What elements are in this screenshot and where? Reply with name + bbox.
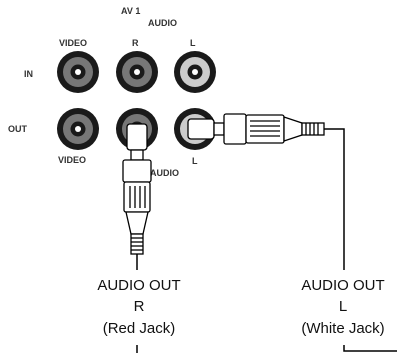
audio-top-label: AUDIO: [148, 18, 177, 28]
audio-out-left-line2: L: [339, 298, 347, 315]
video-bottom-label: VIDEO: [58, 155, 86, 165]
audio-out-right-line2: R: [134, 298, 145, 315]
r-label: R: [132, 38, 139, 48]
in-audio-r-jack-icon: [116, 51, 158, 93]
audio-out-left-label: AUDIO OUT L (White Jack): [301, 277, 384, 337]
white-rca-plug-icon: [187, 113, 325, 145]
red-rca-plug-icon: [122, 123, 152, 255]
l-top-label: L: [190, 38, 196, 48]
cable-lines: [136, 128, 397, 353]
audio-out-left-line3: (White Jack): [301, 320, 384, 337]
in-audio-l-jack-icon: [174, 51, 216, 93]
av1-label: AV 1: [121, 6, 140, 16]
out-video-jack-icon: [57, 108, 99, 150]
audio-out-right-line1: AUDIO OUT: [97, 277, 180, 294]
video-top-label: VIDEO: [59, 38, 87, 48]
in-video-jack-icon: [57, 51, 99, 93]
audio-out-right-line3: (Red Jack): [103, 320, 176, 337]
audio-bottom-label: AUDIO: [150, 168, 179, 178]
audio-out-right-label: AUDIO OUT R (Red Jack): [97, 277, 180, 337]
out-label: OUT: [8, 124, 28, 134]
l-bottom-label: L: [192, 156, 198, 166]
audio-out-left-line1: AUDIO OUT: [301, 277, 384, 294]
in-label: IN: [24, 69, 33, 79]
